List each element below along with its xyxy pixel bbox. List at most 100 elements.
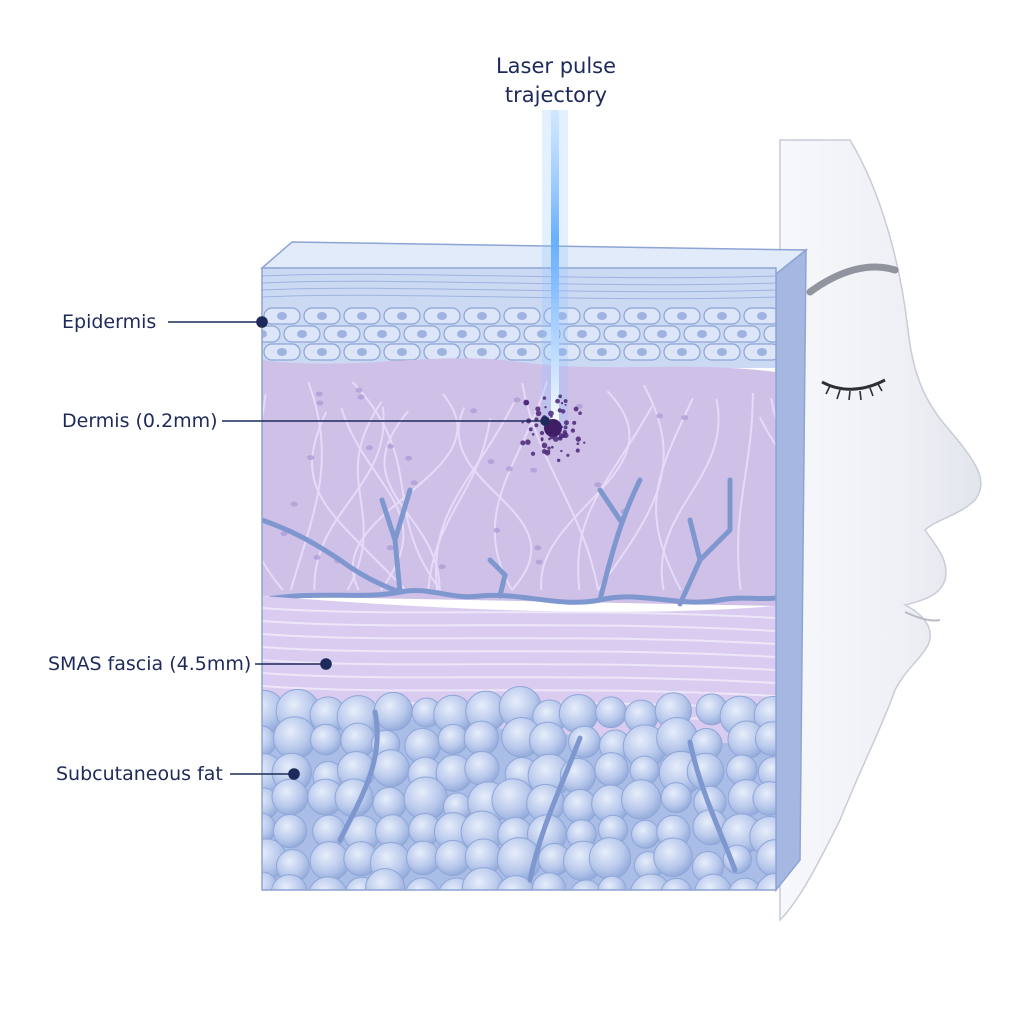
fat-cell [660,782,692,814]
cell-nucleus [317,312,327,320]
cell-nucleus [397,348,407,356]
fat-cell [262,725,277,758]
fat-cell [309,841,350,882]
fat-cell [365,868,406,890]
cell-nucleus [497,330,507,338]
cell-nucleus [437,312,447,320]
fat-cell [630,873,672,890]
dermal-cell [513,397,521,403]
cell-nucleus [697,330,707,338]
scatter-dot [558,436,563,441]
dermal-cell [387,443,395,449]
cell-nucleus [297,330,307,338]
dermal-fibers [262,380,776,591]
fat-cell [588,837,632,880]
cell-nucleus [637,312,647,320]
epidermis-cell [262,325,281,343]
scatter-dot [566,453,570,457]
scatter-dot [542,396,547,400]
fiber-strand [289,381,323,591]
dermal-cell [290,501,298,507]
smas-fiber [262,646,776,658]
scatter-dot [541,449,547,454]
smas-fiber [262,685,776,697]
fiber-strand [737,392,754,591]
dermal-cell [405,455,413,461]
cell-nucleus [397,312,407,320]
epidermis-cells [262,273,776,361]
fat-cell [620,779,662,820]
fat-cell [464,750,500,786]
lips [904,611,941,622]
beam-label-line-1: Laser pulse [495,54,617,78]
beam-label: Laser pulse trajectory [456,52,656,110]
scatter-dot [524,400,529,406]
dermal-cell [535,559,543,565]
dermal-cell [410,480,418,486]
fat-cell [631,819,661,849]
scatter-dot [583,441,586,444]
fat-cell [271,874,308,890]
fat-cell [437,723,469,755]
fat-cell [594,752,629,787]
eyebrow [806,263,899,296]
smas-fiber [262,607,776,619]
fiber-strand [758,416,776,448]
fat-cell [496,875,536,890]
epidermis-label: Epidermis [62,311,157,333]
fat-septa [337,709,738,883]
scatter-dot [572,420,577,425]
fat-cell [752,781,776,816]
cell-nucleus [337,330,347,338]
dermal-cell [681,415,689,421]
fat-cell [755,872,776,890]
fat-cell [597,875,627,890]
blood-vessels [262,477,776,607]
fat-cell [653,837,693,877]
scatter-dot [548,449,551,452]
fat-cell [595,696,627,729]
fiber-strand [313,406,385,591]
cell-nucleus [357,348,367,356]
fiber-strand [311,411,407,591]
epidermis-cell [763,325,776,343]
cell-nucleus [677,312,687,320]
fiber-strand [660,398,720,591]
cell-nucleus [517,348,527,356]
scatter-dot [578,411,582,415]
scatter-dot [555,398,560,404]
scatter-dot [525,439,531,445]
cell-nucleus [757,348,767,356]
scatter-dot [535,410,542,417]
fat-cell [271,778,309,816]
cell-nucleus [577,330,587,338]
cell-nucleus [457,330,467,338]
cell-nucleus [557,348,567,356]
fat-cell [310,723,342,756]
fat-cell [373,691,413,731]
dermal-cell [487,459,495,465]
cell-nucleus [657,330,667,338]
dermal-cell [438,564,446,570]
fat-lobules [262,685,776,890]
fat-cell [694,873,732,890]
fat-cell [272,814,308,849]
cell-nucleus [417,330,427,338]
scatter-dot [520,440,526,446]
cell-nucleus [717,348,727,356]
fat-cell [660,877,693,890]
scatter-dot [548,410,554,417]
dermal-cell [355,387,363,393]
dermal-cell [655,413,663,419]
stratum-line [262,280,776,286]
scatter-dot [560,425,564,429]
cell-nucleus [277,312,287,320]
scatter-dot [560,401,564,405]
scatter-dot [530,451,536,456]
cell-nucleus [737,330,747,338]
scatter-dot [558,394,562,399]
cell-nucleus [597,348,607,356]
scatter-dot [539,430,545,436]
cell-nucleus [517,312,527,320]
